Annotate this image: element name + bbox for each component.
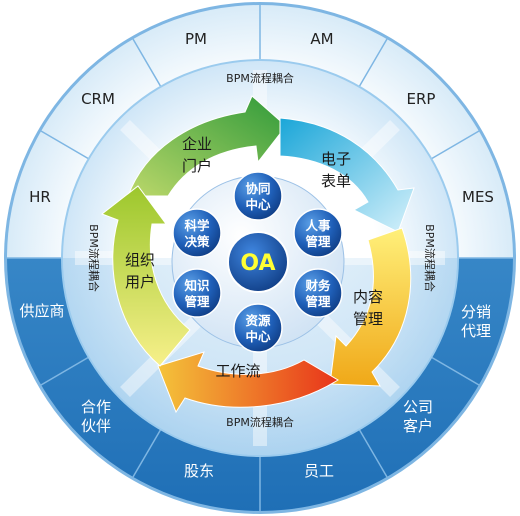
bpm-label-right: BPM流程耦合 <box>423 224 437 292</box>
center-label-oa: OA <box>240 251 275 276</box>
arrow-label-portal-2: 门户 <box>182 157 212 175</box>
hub-nodes <box>172 171 343 353</box>
node-label-decision-1: 科学 <box>184 218 210 233</box>
arrow-label-content-2: 管理 <box>353 310 383 328</box>
label-hr: HR <box>29 188 51 206</box>
arrow-label-content-1: 内容 <box>353 288 383 306</box>
label-partner-2: 伙伴 <box>81 417 111 435</box>
arrow-portal <box>127 95 287 197</box>
arrow-eforms <box>279 117 415 233</box>
label-crm: CRM <box>81 90 115 108</box>
node-collaboration <box>233 171 283 221</box>
label-pm: PM <box>185 30 207 48</box>
arrow-workflow <box>157 351 339 414</box>
node-center <box>227 231 289 293</box>
bpm-label-bottom: BPM流程耦合 <box>226 415 294 429</box>
cycle-arrows <box>100 95 415 414</box>
arrow-label-eforms-2: 表单 <box>321 172 351 190</box>
node-label-collaboration-2: 中心 <box>245 197 271 212</box>
node-label-finance-2: 管理 <box>305 294 331 309</box>
label-distributor-2: 代理 <box>461 322 491 340</box>
outer-ring-dividers <box>7 5 513 511</box>
label-employee: 员工 <box>304 462 334 480</box>
node-hr-mgmt <box>293 208 343 258</box>
bpm-label-top: BPM流程耦合 <box>226 71 294 85</box>
label-supplier: 供应商 <box>19 302 64 320</box>
arrow-label-organization-2: 用户 <box>125 273 155 291</box>
node-label-knowledge-2: 管理 <box>184 294 210 309</box>
node-label-hr-mgmt-1: 人事 <box>305 218 331 233</box>
arrow-label-organization-1: 组织 <box>125 251 155 269</box>
node-label-knowledge-1: 知识 <box>183 278 210 293</box>
outer-labels: PM AM CRM ERP HR MES 供应商 合作 伙伴 股东 员工 公司 … <box>19 30 493 480</box>
label-distributor-1: 分销 <box>461 303 491 321</box>
label-customer-1: 公司 <box>403 398 433 416</box>
label-am: AM <box>310 30 333 48</box>
hub-labels: 协同 中心 人事 管理 财务 管理 资源 中心 知识 管理 科学 决策 OA <box>183 181 331 344</box>
arrow-organization <box>100 185 191 367</box>
node-label-decision-2: 决策 <box>184 234 210 249</box>
arrow-label-eforms-1: 电子 <box>321 150 351 168</box>
node-knowledge <box>172 268 222 318</box>
node-label-finance-1: 财务 <box>304 278 331 293</box>
node-label-resources-2: 中心 <box>245 329 271 344</box>
node-label-resources-1: 资源 <box>245 313 271 328</box>
label-customer-2: 客户 <box>403 417 433 435</box>
label-erp: ERP <box>407 90 436 108</box>
label-shareholder: 股东 <box>184 462 214 480</box>
node-finance <box>293 268 343 318</box>
label-partner-1: 合作 <box>81 398 111 416</box>
node-decision <box>172 208 222 258</box>
label-mes: MES <box>462 188 494 206</box>
bpm-labels: BPM流程耦合 BPM流程耦合 BPM流程耦合 BPM流程耦合 <box>87 71 437 429</box>
arrow-label-portal-1: 企业 <box>182 135 212 153</box>
arrow-content <box>329 227 412 387</box>
arrow-labels: 企业 门户 电子 表单 内容 管理 工作流 组织 用户 <box>125 135 383 380</box>
node-resources <box>233 303 283 353</box>
arrow-label-workflow: 工作流 <box>215 362 260 380</box>
bpm-label-left: BPM流程耦合 <box>87 224 101 292</box>
node-label-collaboration-1: 协同 <box>245 181 270 196</box>
node-label-hr-mgmt-2: 管理 <box>305 234 331 249</box>
